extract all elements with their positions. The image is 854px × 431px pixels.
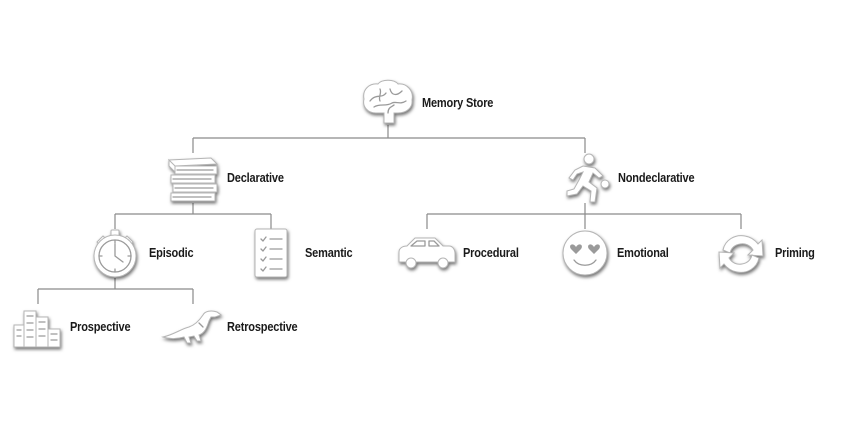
connector-root (192, 125, 586, 153)
emotional-label: Emotional (617, 246, 669, 260)
nondeclarative-label: Nondeclarative (618, 171, 695, 185)
dinosaur-icon (161, 310, 223, 344)
running-person-icon (566, 153, 610, 203)
connector-episodic (37, 278, 194, 304)
connector-declarative (114, 203, 272, 229)
car-icon (398, 237, 456, 269)
checklist-icon (254, 228, 288, 278)
semantic-label: Semantic (305, 246, 353, 260)
stopwatch-icon (93, 229, 137, 278)
declarative-label: Declarative (227, 171, 284, 185)
episodic-label: Episodic (149, 246, 194, 260)
city-buildings-icon (13, 310, 61, 348)
priming-label: Priming (775, 246, 815, 260)
refresh-arrows-icon (718, 235, 764, 273)
procedural-label: Procedural (463, 246, 519, 260)
connector-nondeclarative (426, 203, 742, 229)
memory-store-label: Memory Store (422, 96, 494, 110)
tree-connectors (37, 125, 742, 304)
heart-eyes-face-icon (562, 230, 608, 276)
prospective-label: Prospective (70, 320, 131, 334)
brain-icon (363, 79, 413, 124)
retrospective-label: Retrospective (227, 320, 298, 334)
books-stack-icon (167, 157, 219, 202)
